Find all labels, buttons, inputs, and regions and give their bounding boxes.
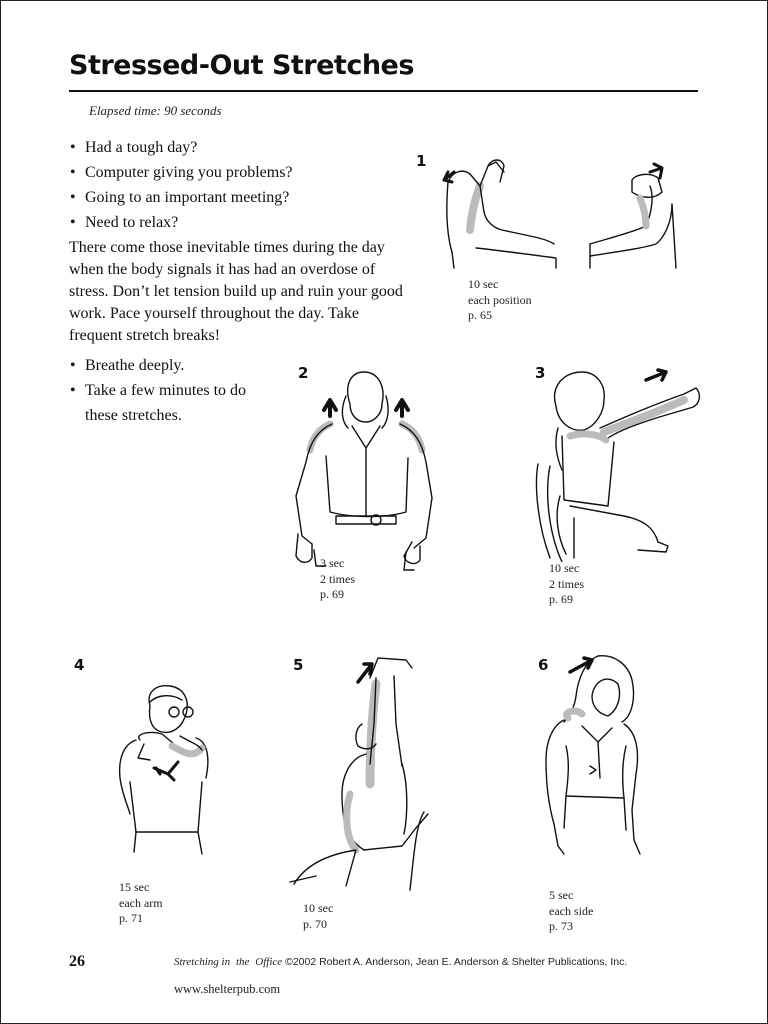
stretch-illustration-2: [290, 366, 436, 578]
stretch-illustration-4: [110, 682, 214, 878]
caption-line: each position: [468, 292, 532, 307]
bullet-item: Take a few minutes to do these stretches…: [69, 378, 269, 428]
tips-bullet-list: Breathe deeply. Take a few minutes to do…: [69, 353, 269, 428]
bullet-item: Going to an important meeting?: [69, 185, 399, 210]
stretch-number: 5: [293, 656, 304, 674]
caption-line: p. 69: [320, 587, 344, 601]
title-rule: [69, 90, 698, 92]
book-title: Stretching in: [174, 956, 231, 968]
bullet-item: Breathe deeply.: [69, 353, 269, 378]
website-link[interactable]: www.shelterpub.com: [174, 982, 281, 996]
stretch-number: 3: [535, 364, 546, 382]
stretch-caption-3: 10 sec 2 times p. 69: [549, 561, 584, 608]
caption-line: 10 sec: [549, 561, 580, 575]
stretch-caption-2: 3 sec 2 times p. 69: [320, 556, 355, 603]
stretch-caption-1: 10 sec each position p. 65: [468, 277, 532, 324]
caption-line: 2 times: [320, 571, 355, 586]
caption-line: each side: [549, 903, 594, 918]
elapsed-time: Elapsed time: 90 seconds: [89, 103, 222, 118]
stretch-illustration-6: [538, 650, 648, 880]
caption-line: 10 sec: [303, 901, 334, 915]
caption-line: 5 sec: [549, 888, 574, 902]
caption-line: each arm: [119, 895, 163, 910]
stretch-number: 4: [74, 656, 85, 674]
caption-line: p. 73: [549, 919, 573, 933]
book-title: Office: [255, 956, 283, 968]
stretch-caption-5: 10 sec p. 70: [303, 901, 333, 932]
caption-line: 15 sec: [119, 880, 150, 894]
caption-line: p. 70: [303, 916, 327, 931]
caption-line: 2 times: [549, 576, 584, 591]
stretch-illustration-3: [534, 366, 704, 562]
page-title: Stressed-Out Stretches: [69, 50, 414, 81]
bullet-item: Need to relax?: [69, 210, 399, 235]
copyright-line: Stretching in the Office ©2002 Robert A.…: [174, 956, 627, 968]
stretch-caption-6: 5 sec each side p. 73: [549, 888, 593, 935]
copyright-text: ©2002 Robert A. Anderson, Jean E. Anders…: [285, 956, 628, 968]
book-title: the: [235, 956, 250, 968]
intro-bullet-list: Had a tough day? Computer giving you pro…: [69, 135, 399, 235]
bullet-item: Had a tough day?: [69, 135, 399, 160]
bullet-item: Computer giving you problems?: [69, 160, 399, 185]
caption-line: p. 65: [468, 308, 492, 322]
stretch-caption-4: 15 sec each arm p. 71: [119, 880, 163, 927]
stretch-number: 1: [416, 152, 427, 170]
stretch-illustration-5: [286, 654, 436, 894]
caption-line: 10 sec: [468, 277, 499, 291]
intro-paragraph: There come those inevitable times during…: [69, 239, 403, 344]
page-number: 26: [69, 953, 85, 970]
caption-line: 3 sec: [320, 556, 345, 570]
caption-line: p. 69: [549, 592, 573, 606]
stretch-illustration-1: [440, 152, 700, 274]
stretch-number: 6: [538, 656, 549, 674]
caption-line: p. 71: [119, 911, 143, 925]
stretch-number: 2: [298, 364, 309, 382]
